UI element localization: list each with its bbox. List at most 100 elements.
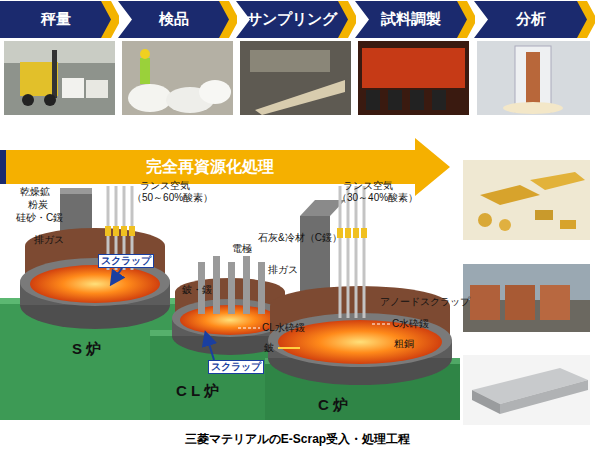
electrode <box>258 262 265 314</box>
step-title: 分析 <box>516 10 554 29</box>
photo-inspection <box>122 41 233 115</box>
callout-label: 乾燥鉱 <box>20 186 50 198</box>
callout-label: 電極 <box>232 243 252 255</box>
photo-bg <box>358 41 469 115</box>
anode <box>470 285 500 320</box>
furnace-name: S 炉 <box>72 340 101 358</box>
gold-piece <box>535 210 553 220</box>
chevron-tip <box>457 1 475 38</box>
callout-label: （50～60%酸素） <box>132 192 213 204</box>
chevron-tip <box>219 1 237 38</box>
feed-arrow <box>112 268 122 283</box>
ring <box>113 226 119 236</box>
photo-preparation <box>358 41 469 115</box>
ring <box>121 226 127 236</box>
callout-label: 粗銅 <box>394 338 414 350</box>
banner-body <box>0 138 450 196</box>
silver-ingot-side <box>472 390 500 414</box>
callout-label: ランス空気 <box>140 180 190 192</box>
base <box>503 102 563 114</box>
callout-label: 粉炭 <box>28 199 48 211</box>
chevron-tip <box>338 1 356 38</box>
chevron-tip <box>101 1 119 38</box>
gold-bar <box>480 185 540 205</box>
callout-label: CL水砕鍰 <box>262 322 305 334</box>
photo-bg <box>122 41 233 115</box>
photo-bg <box>463 264 590 332</box>
conveyor <box>255 80 345 115</box>
photo-copper <box>463 264 590 332</box>
worker <box>140 58 150 84</box>
callout-label: 排ガス <box>34 234 64 246</box>
callout-label: 鈹 <box>264 342 274 354</box>
photo-sky <box>4 41 115 63</box>
chevron-body <box>118 1 237 38</box>
process-step: 検品 <box>118 1 237 38</box>
lance <box>355 186 358 318</box>
wheel <box>22 94 34 106</box>
callout-label: （30～40%酸素） <box>337 192 418 204</box>
bag <box>86 80 108 98</box>
process-step: 秤量 <box>0 1 119 38</box>
lance <box>363 186 366 318</box>
chevron-body <box>355 1 475 38</box>
step-title: 検品 <box>159 10 197 29</box>
chevron-body <box>0 1 119 38</box>
banner-edge <box>0 150 6 184</box>
anode <box>505 285 535 320</box>
anode <box>540 285 570 320</box>
step-title: サンプリング <box>247 10 345 29</box>
tower-top <box>60 188 92 194</box>
gold-bar <box>530 172 585 190</box>
process-step: サンプリング <box>236 1 356 38</box>
leader-line <box>238 328 260 329</box>
furnace-name: C 炉 <box>318 396 348 414</box>
photo-bg <box>4 41 115 115</box>
callout-label: ランス空気 <box>343 180 393 192</box>
callout-label: 排ガス <box>268 264 298 276</box>
crucible <box>388 90 402 110</box>
photo-bg <box>240 41 351 115</box>
chevron-body <box>474 1 595 38</box>
photo-sampling <box>240 41 351 115</box>
callout-label: C水砕鍰 <box>392 318 429 330</box>
tag-text: スクラップ <box>101 254 151 268</box>
photo-silver <box>463 355 590 425</box>
photo-analysis <box>477 41 590 115</box>
callout-label: 鈹・鍰 <box>182 284 212 296</box>
photo-weighing <box>4 41 115 115</box>
step-title: 試料調製 <box>381 10 449 29</box>
lance <box>339 186 342 318</box>
copper-rod <box>526 52 540 110</box>
feed-arrow <box>206 334 214 360</box>
gold-coin <box>499 219 511 231</box>
photo-bg <box>463 355 590 425</box>
material-tag: スクラップ <box>208 360 264 374</box>
crucible <box>366 90 380 110</box>
lance-rings <box>105 226 135 236</box>
lance-group <box>340 186 364 318</box>
photo-gold <box>463 160 590 240</box>
callout-label: 石灰&冷材（C鍰） <box>258 232 342 244</box>
callout-label: 硅砂・C鍰 <box>16 212 63 224</box>
chevron-body <box>236 1 356 38</box>
furnace-glow <box>362 48 465 88</box>
material-tag: スクラップ <box>98 254 154 268</box>
ring <box>361 228 367 238</box>
leader-line <box>372 324 390 325</box>
ring <box>129 226 135 236</box>
callout-label: アノードスクラップ <box>380 296 470 308</box>
bag <box>128 84 172 112</box>
molten-bath <box>30 265 160 303</box>
step-title: 完全再資源化処理 <box>146 157 304 178</box>
ring <box>345 228 351 238</box>
crucible <box>410 90 424 110</box>
electrode <box>243 256 250 314</box>
silver-ingot-front <box>500 380 588 414</box>
bag <box>62 78 84 98</box>
ring <box>105 226 111 236</box>
gold-piece <box>560 220 576 229</box>
ring <box>353 228 359 238</box>
forklift-mast <box>52 50 57 98</box>
